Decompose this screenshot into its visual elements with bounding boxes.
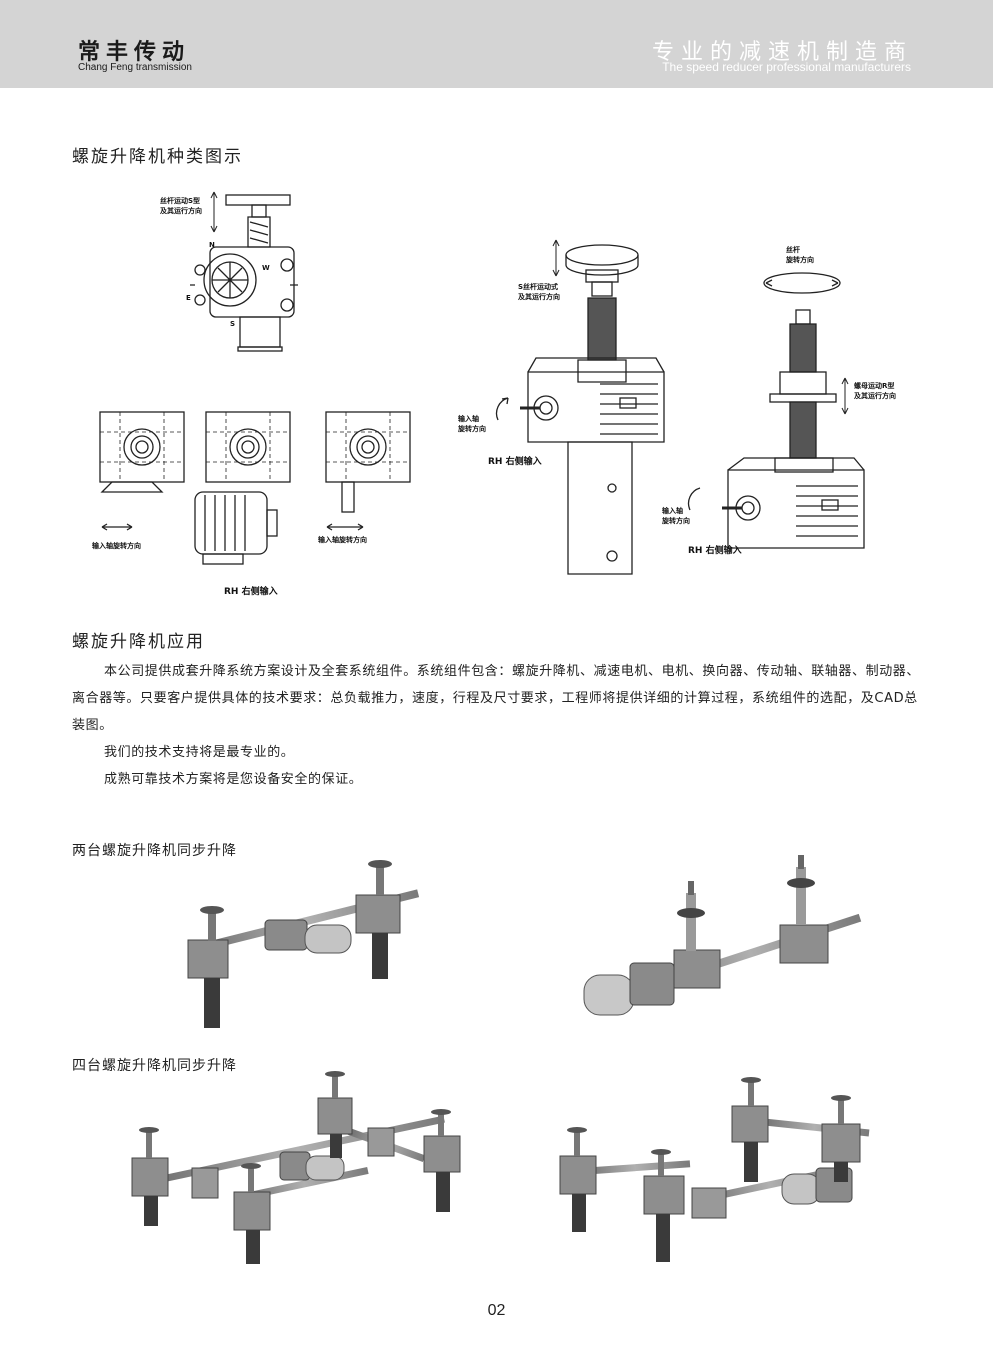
applications-paragraph-2: 我们的技术支持将是最专业的。 — [104, 745, 295, 760]
label-s-motion-2: 及其运行方向 — [518, 292, 560, 301]
tagline-en: The speed reducer professional manufactu… — [662, 60, 911, 74]
label-s-type-motion-1: 丝杆运动S型 — [160, 196, 200, 205]
applications-paragraph-1: 本公司提供成套升降系统方案设计及全套系统组件。系统组件包含：螺旋升降机、减速电机… — [72, 664, 921, 733]
four-jack-scene-left — [131, 1071, 461, 1264]
page-header: 常丰传动 Chang Feng transmission 专业的减速机制造商 T… — [0, 0, 993, 88]
jack-middle-drawing — [495, 239, 665, 575]
label-screw-rotation-2: 旋转方向 — [785, 255, 814, 264]
label-s-motion-1: S丝杆运动式 — [518, 282, 558, 291]
label-nut-motion-1: 螺母运动R型 — [854, 381, 894, 390]
jack-top-left-drawing — [190, 194, 298, 352]
brand-name-cn: 常丰传动 — [78, 40, 191, 65]
sync-four-illustration — [131, 1071, 870, 1264]
brand-name-en: Chang Feng transmission — [78, 62, 192, 73]
label-rh-input-bottom: RH 右侧输入 — [224, 585, 278, 597]
label-screw-rotation-1: 丝杆 — [786, 245, 800, 254]
sync-two-title: 两台螺旋升降机同步升降 — [72, 843, 237, 859]
label-w: W — [262, 264, 270, 272]
label-input-shaft-2: 旋转方向 — [457, 424, 486, 433]
label-s-type-motion-2: 及其运行方向 — [160, 206, 202, 215]
label-input-rotation-right: 输入轴旋转方向 — [318, 535, 367, 544]
label-rh-input-middle: RH 右侧输入 — [488, 455, 542, 467]
two-jack-scene-right — [583, 855, 862, 1016]
label-input-shaft2-1: 输入轴 — [662, 506, 683, 515]
four-jack-scene-right — [559, 1077, 870, 1262]
label-s: S — [230, 320, 235, 328]
applications-text: 本公司提供成套升降系统方案设计及全套系统组件。系统组件包含：螺旋升降机、减速电机… — [72, 658, 924, 793]
plan-view-3 — [325, 411, 411, 531]
two-jack-scene-left — [187, 860, 420, 1028]
sync-two-illustration — [187, 855, 862, 1028]
page-number: 02 — [487, 1302, 506, 1319]
jack-right-drawing — [687, 272, 865, 549]
sync-four-title: 四台螺旋升降机同步升降 — [72, 1058, 237, 1074]
applications-section-title: 螺旋升降机应用 — [72, 632, 205, 652]
label-input-shaft-1: 输入轴 — [458, 414, 479, 423]
label-nut-motion-2: 及其运行方向 — [854, 391, 896, 400]
diagram-labels: 丝杆运动S型 及其运行方向 N E W S 输入轴旋转方向 输入轴旋转方向 RH… — [92, 196, 896, 597]
label-e: E — [186, 294, 191, 302]
plan-view-2 — [194, 411, 291, 565]
tagline-cn: 专业的减速机制造商 — [651, 40, 913, 65]
label-input-shaft2-2: 旋转方向 — [661, 516, 690, 525]
applications-paragraph-3: 成熟可靠技术方案将是您设备安全的保证。 — [104, 772, 363, 787]
plan-view-1 — [99, 411, 185, 531]
label-n: N — [209, 241, 215, 249]
label-rh-input-right: RH 右侧输入 — [688, 544, 742, 556]
label-input-rotation-left: 输入轴旋转方向 — [92, 541, 141, 550]
screw-jack-types-diagram: 丝杆运动S型 及其运行方向 N E W S 输入轴旋转方向 输入轴旋转方向 RH… — [92, 191, 896, 597]
types-section-title: 螺旋升降机种类图示 — [72, 147, 243, 167]
